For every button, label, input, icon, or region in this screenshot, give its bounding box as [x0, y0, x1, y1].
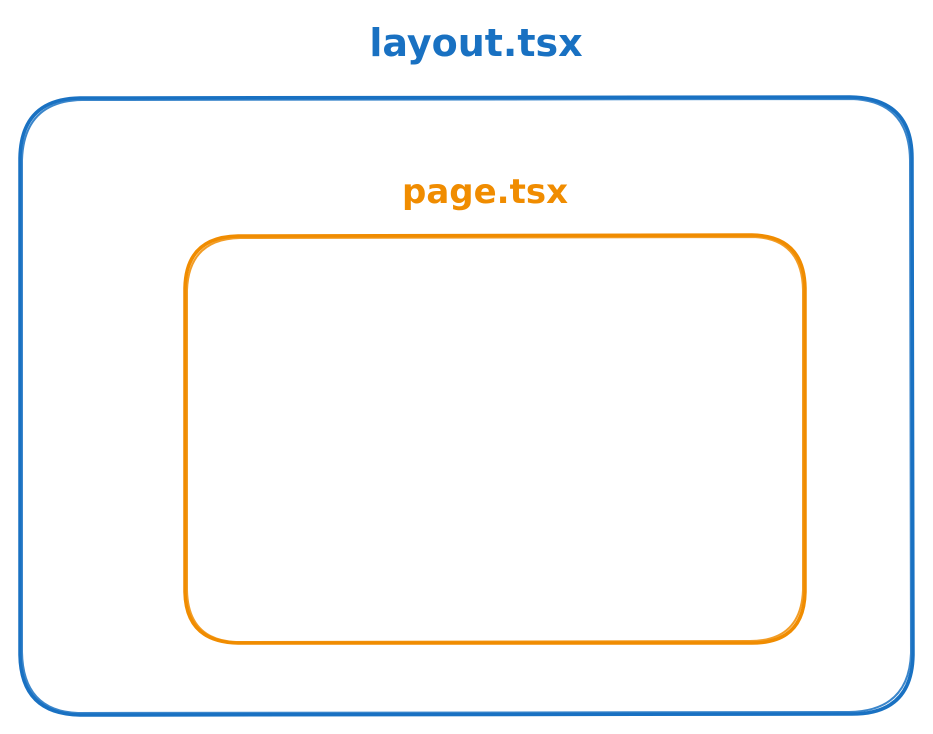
layout-box: [18, 95, 915, 717]
layout-box-stroke-1: [18, 95, 915, 717]
page-box-stroke-2: [186, 236, 804, 643]
page-label: page.tsx: [402, 172, 568, 212]
page-box: [183, 233, 807, 645]
layout-box-stroke-2: [21, 98, 912, 714]
layout-label: layout.tsx: [369, 21, 582, 65]
page-box-stroke-1: [183, 233, 807, 645]
